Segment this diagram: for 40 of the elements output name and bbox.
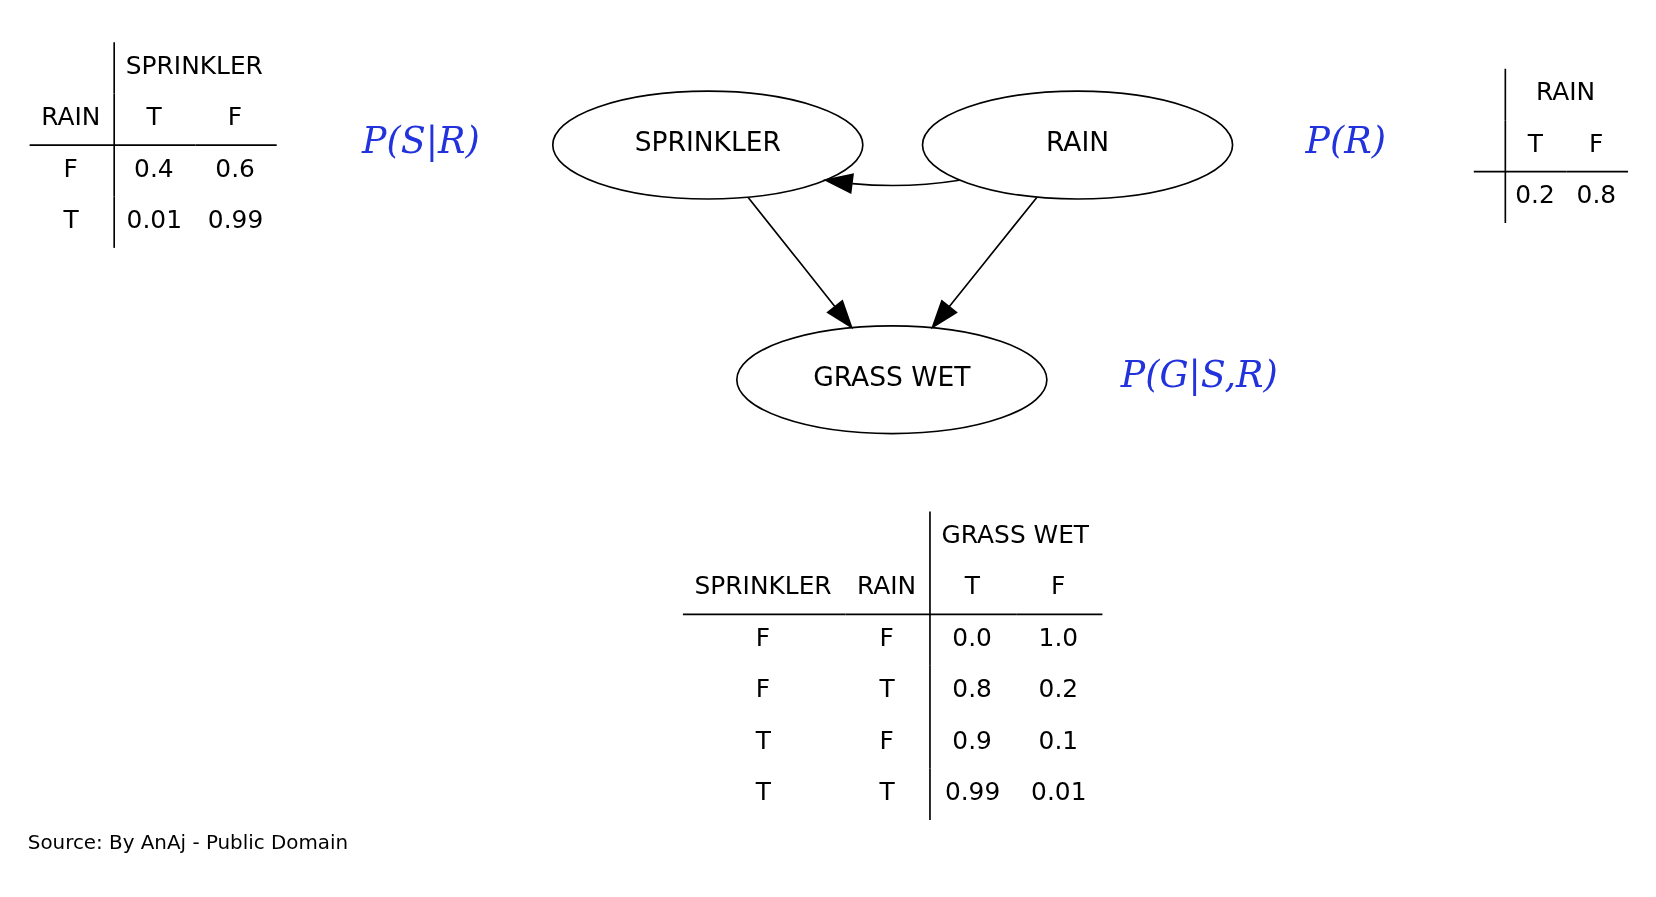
label: F xyxy=(755,622,771,652)
label: T xyxy=(63,204,79,234)
label: F xyxy=(879,622,894,652)
label: 0.01 xyxy=(126,204,182,234)
label: 0.8 xyxy=(1576,180,1617,210)
label: T xyxy=(1527,128,1543,158)
label: 0.1 xyxy=(1038,725,1079,755)
label: RAIN xyxy=(1536,77,1596,107)
label: 0.01 xyxy=(1031,777,1087,807)
label: 0.99 xyxy=(207,204,264,234)
label: F xyxy=(879,725,894,755)
label: SPRINKLER xyxy=(694,571,832,601)
caption: Source: By AnAj - Public Domain xyxy=(27,831,349,855)
label: RAIN xyxy=(41,102,101,132)
label: 0.2 xyxy=(1038,674,1079,704)
label: 0.2 xyxy=(1515,180,1555,210)
label: T xyxy=(755,777,772,807)
label: T xyxy=(964,571,980,601)
label: F xyxy=(227,102,243,132)
label: F xyxy=(1589,128,1604,158)
label: T xyxy=(755,725,772,755)
label: SPRINKLER xyxy=(125,50,263,80)
label: T xyxy=(146,102,162,132)
label: T xyxy=(879,777,895,807)
label: T xyxy=(879,674,895,704)
label: 0.0 xyxy=(952,622,992,652)
label: 1.0 xyxy=(1038,622,1079,652)
label: P(G|S,R) xyxy=(1120,353,1278,397)
label: RAIN xyxy=(857,571,917,601)
label: P(R) xyxy=(1305,118,1386,162)
label: 0.99 xyxy=(944,777,1001,807)
label: P(S|R) xyxy=(362,118,480,162)
label: 0.9 xyxy=(952,725,992,755)
label: 0.6 xyxy=(215,153,255,183)
label: 0.8 xyxy=(952,674,992,704)
label: F xyxy=(63,153,78,183)
label: GRASS WET xyxy=(941,520,1090,550)
label: 0.4 xyxy=(134,153,174,183)
label: F xyxy=(755,674,771,704)
label: F xyxy=(1051,571,1066,601)
